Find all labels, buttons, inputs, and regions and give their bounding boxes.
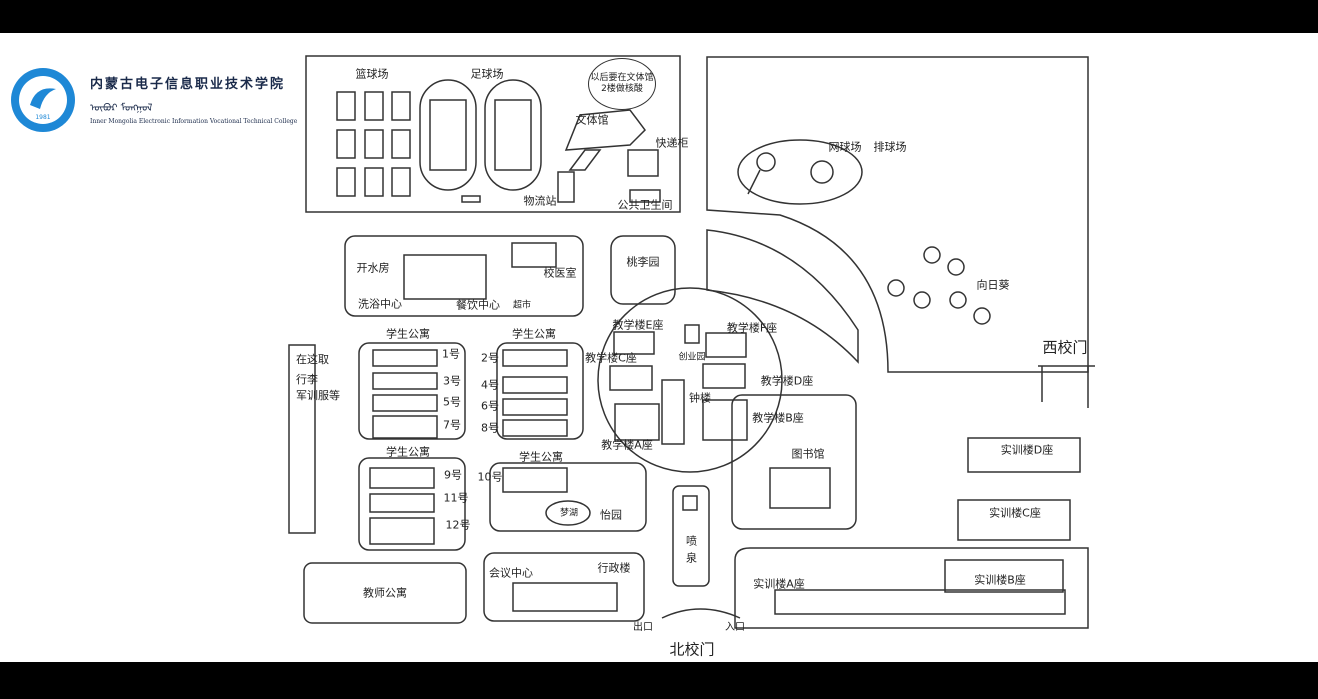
label-teach-b: 教学楼B座: [752, 411, 804, 425]
dorm-number: 9号: [444, 468, 462, 482]
sports-area: [305, 55, 681, 213]
top-letterbox: [0, 0, 1318, 33]
bottom-letterbox: [0, 662, 1318, 699]
fountain-block: [672, 485, 710, 587]
basketball-courts: [336, 91, 411, 197]
teaching-circle: [597, 287, 783, 473]
label-football: 足球场: [470, 67, 504, 81]
label-luggage-1: 在这取: [296, 353, 329, 366]
label-teacher-apt: 教师公寓: [363, 586, 407, 600]
label-luggage-2: 行李: [296, 373, 318, 386]
label-volleyball: 排球场: [873, 140, 907, 154]
label-basketball: 篮球场: [355, 67, 389, 81]
label-teach-a: 教学楼A座: [601, 438, 653, 452]
label-west-gate: 西校门: [1042, 338, 1088, 357]
label-dorm: 学生公寓: [519, 450, 563, 464]
label-meeting: 会议中心: [489, 566, 533, 580]
services-block: [344, 235, 584, 317]
dorm-number: 3号: [443, 374, 461, 388]
label-dorm: 学生公寓: [386, 445, 430, 459]
training-block: [734, 547, 1089, 629]
dream-lake: [545, 500, 591, 526]
locker-building: [627, 149, 659, 177]
label-admin: 行政楼: [597, 561, 631, 575]
logo-name-en: Inner Mongolia Electronic Information Vo…: [90, 118, 298, 125]
label-bath: 洗浴中心: [358, 297, 402, 311]
dorm-number: 1号: [442, 347, 460, 361]
dorm-number: 7号: [443, 418, 461, 432]
label-water-room: 开水房: [356, 261, 390, 275]
label-toilet: 公共卫生间: [617, 198, 673, 212]
label-gym: 文体馆: [575, 113, 609, 127]
west-gate: [1038, 365, 1095, 408]
label-entrance: 入口: [725, 622, 745, 633]
gym-building: [564, 109, 646, 151]
tennis-volleyball-court: [737, 139, 863, 205]
logo-name-mn: ᠦᠪᠦᠷ ᠮᠣᠩᠭᠣᠯ: [90, 103, 153, 114]
teacher-apartment-block: [303, 562, 467, 624]
sunflowers: [887, 246, 991, 325]
luggage-pickup-wall: [288, 344, 316, 534]
admin-block: [483, 552, 645, 622]
speech-bubble: 以后要在文体馆2楼做核酸: [588, 58, 656, 110]
clock-tower: [661, 379, 685, 445]
label-luggage-3: 军训服等: [296, 389, 340, 402]
football-fields: [419, 79, 542, 203]
label-dining: 餐饮中心: [456, 298, 500, 312]
label-fountain: 喷泉: [684, 535, 698, 569]
tree-area: [706, 229, 859, 364]
dorm-number: 5号: [443, 395, 461, 409]
logo-year: 1981: [35, 114, 50, 121]
label-train-c: 实训楼C座: [989, 506, 1041, 520]
dorm-number: 2号: [481, 351, 499, 365]
label-teach-f: 教学楼F座: [726, 321, 778, 335]
dorm-number: 11号: [443, 491, 469, 505]
label-teach-d: 教学楼D座: [760, 374, 814, 388]
label-dorm: 学生公寓: [512, 327, 556, 341]
label-logistics: 物流站: [523, 194, 557, 208]
college-emblem-icon: 1981: [11, 68, 75, 132]
label-locker: 快递柜: [655, 136, 689, 150]
label-train-d: 实训楼D座: [1000, 443, 1054, 457]
label-exit: 出口: [633, 622, 653, 633]
label-lake: 梦湖: [559, 508, 579, 519]
northeast-area: [706, 56, 1089, 373]
label-startup: 创业园: [678, 352, 706, 363]
label-yiyuan: 怡园: [600, 508, 622, 522]
dorm-number: 8号: [481, 421, 499, 435]
label-market: 超市: [512, 300, 532, 311]
label-sunflower: 向日葵: [976, 278, 1010, 292]
library-block: [731, 394, 857, 530]
taoli-garden: [610, 235, 676, 305]
label-dorm: 学生公寓: [386, 327, 430, 341]
dorm-number: 4号: [481, 378, 499, 392]
dorm-number: 10号: [477, 470, 503, 484]
label-north-gate: 北校门: [669, 640, 715, 659]
label-train-a: 实训楼A座: [753, 577, 805, 591]
label-tennis: 网球场: [828, 140, 862, 154]
label-train-b: 实训楼B座: [974, 573, 1026, 587]
label-taoli: 桃李园: [626, 255, 660, 269]
logo-name-cn: 内蒙古电子信息职业技术学院: [90, 77, 286, 92]
dorm-number: 12号: [445, 518, 471, 532]
north-gate-arc: [661, 608, 741, 619]
label-clock: 钟楼: [689, 391, 711, 405]
label-teach-c: 教学楼C座: [585, 351, 637, 365]
dorm-number: 6号: [481, 399, 499, 413]
label-teach-e: 教学楼E座: [612, 318, 664, 332]
label-library: 图书馆: [791, 447, 825, 461]
label-clinic: 校医室: [543, 266, 577, 280]
